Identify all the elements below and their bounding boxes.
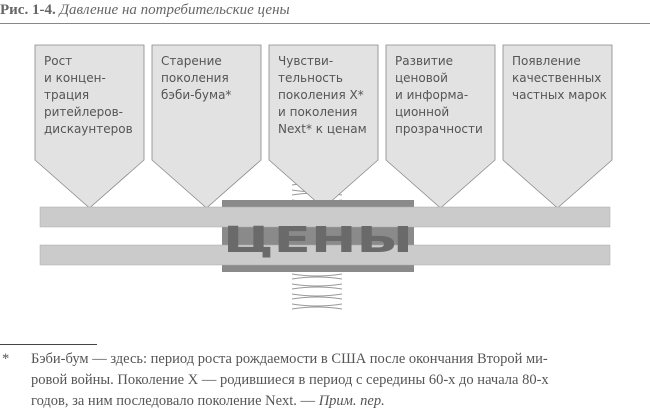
label-line: и концен- (44, 71, 106, 85)
pressure-arrow-label: Появление качественных частных марок (512, 53, 607, 104)
label-line: и поколения (278, 105, 358, 119)
label-line: трация (44, 88, 90, 102)
label-line: поколения (161, 71, 229, 85)
figure-caption: Рис. 1-4. Давление на потребительские це… (0, 2, 290, 19)
caption-rule (0, 23, 650, 24)
label-line: бэби-бума* (161, 88, 232, 102)
label-line: ритейлеров- (44, 105, 124, 119)
label-line: частных марок (512, 88, 607, 102)
label-line: качественных (512, 71, 602, 85)
label-line: тельность (278, 71, 343, 85)
label-line: Next* к ценам (278, 122, 367, 136)
footnote-marker: * (2, 351, 10, 367)
label-line: ценовой (395, 71, 448, 85)
figure-title: Давление на потребительские цены (59, 2, 290, 18)
pressure-arrow (268, 44, 379, 209)
pressure-arrow (151, 44, 262, 209)
label-line: Старение (161, 54, 222, 68)
label-line: прозрачности (395, 122, 483, 136)
figure-number: Рис. 1-4. (0, 2, 56, 18)
footnote-line: Бэби-бум — здесь: период роста рождаемос… (31, 351, 548, 367)
label-line: ционной (395, 105, 450, 119)
press-bar-top (39, 206, 611, 228)
footnote-line: ровой войны. Поколение X — родившиеся в … (31, 372, 549, 388)
press-bar-bottom (39, 244, 611, 266)
pressure-arrow (385, 44, 496, 209)
label-line: Развитие (395, 54, 454, 68)
press-label: ЦЕНЫ (223, 220, 413, 261)
pressure-arrow-label: Развитие ценовой и информа-ционной прозрачн… (395, 53, 483, 138)
spring-bottom (291, 273, 343, 310)
pressure-arrow (502, 44, 613, 209)
pressure-arrow-label: Рост и концен-трация ритейлеров-дискаунтер… (44, 53, 133, 138)
translator-note: Прим. пер. (318, 393, 385, 409)
pressure-arrow-label: Чувстви-тельность поколения X* и поколения… (278, 53, 367, 138)
label-line: Чувстви- (278, 54, 334, 68)
label-line: и информа- (395, 88, 469, 102)
pressure-arrow-label: Старение поколения бэби-бума* (161, 53, 231, 104)
footnote-rule (0, 344, 97, 345)
price-pressure-diagram: ЦЕНЫ (34, 44, 613, 310)
pressure-arrow (34, 44, 145, 209)
label-line: поколения X* (278, 88, 364, 102)
label-line: Рост (44, 54, 73, 68)
label-line: Появление (512, 54, 581, 68)
footnote-line: годов, за ним последовало поколение Next… (31, 393, 319, 409)
label-line: дискаунтеров (44, 122, 133, 136)
